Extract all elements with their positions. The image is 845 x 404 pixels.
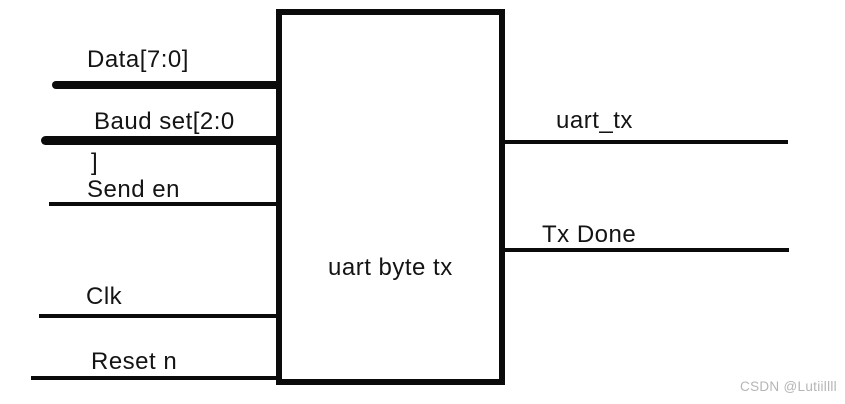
- input-label-reset-n: Reset n: [91, 348, 178, 375]
- wire-uart-tx: [500, 140, 788, 144]
- output-label-uart-tx: uart_tx: [556, 107, 633, 134]
- wire-tx-done: [500, 248, 789, 252]
- module-box-uart-byte-tx: [276, 9, 505, 385]
- watermark-text: CSDN @Lutiillll: [740, 379, 837, 394]
- wire-reset-n: [31, 376, 282, 380]
- wire-baud-set-bus: [41, 136, 282, 145]
- output-label-tx-done: Tx Done: [542, 221, 637, 248]
- wire-clk: [39, 314, 282, 318]
- wire-send-en: [49, 202, 282, 206]
- input-label-baud-set: Baud set[2:0: [94, 108, 235, 135]
- input-label-data-bus: Data[7:0]: [87, 46, 189, 73]
- module-title: uart byte tx: [328, 254, 453, 281]
- input-label-baud-set-wrapped-bracket: ]: [91, 149, 99, 176]
- wire-data-bus: [52, 81, 282, 89]
- input-label-clk: Clk: [86, 283, 123, 310]
- input-label-send-en: Send en: [87, 176, 180, 203]
